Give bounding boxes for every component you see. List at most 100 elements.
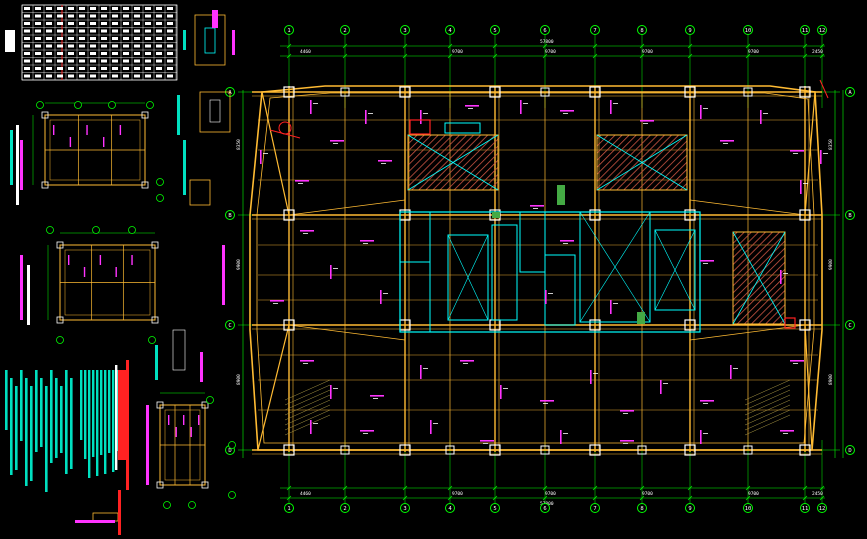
grid-bubble-top-9[interactable]: 9: [685, 25, 695, 35]
grid-bubble-right-A[interactable]: A: [845, 87, 855, 97]
rebar-callout: [310, 420, 312, 434]
red-markers: [269, 79, 829, 329]
grid-bubble-bottom-2[interactable]: 2: [340, 503, 350, 513]
dim-tick: [745, 485, 751, 491]
detail-grid-bubble-circle: [56, 336, 64, 344]
table-cell-mark: [68, 14, 74, 18]
rebar-leader: [703, 108, 708, 109]
note-line: [45, 386, 48, 492]
rebar-leader: [703, 403, 708, 404]
detail-grid-bubble: [128, 226, 136, 234]
grid-bubble-top-11[interactable]: 11: [800, 25, 810, 35]
grid-bubble-bottom-8[interactable]: 8: [637, 503, 647, 513]
section-core: [204, 27, 216, 54]
left-dimension-value: 9900: [236, 259, 242, 270]
diagonal-beam: [288, 199, 406, 216]
grid-bubble-bottom-1[interactable]: 1: [284, 503, 294, 513]
grid-bubble-bottom-9[interactable]: 9: [685, 503, 695, 513]
elevator-cross: [579, 211, 651, 323]
grid-bubble-right-B[interactable]: B: [845, 210, 855, 220]
rebar-callout: [380, 290, 382, 304]
grid-bubble-right-D-label: D: [848, 448, 851, 454]
table-cell-mark: [134, 7, 140, 10]
dim-tick: [819, 43, 825, 49]
rebar-callout: [360, 430, 374, 432]
detail-grid-bubble: [36, 101, 44, 109]
note-line: [25, 378, 28, 486]
grid-bubble-bottom-7[interactable]: 7: [590, 503, 600, 513]
section-outline: [194, 14, 226, 66]
grid-bubble-bottom-6[interactable]: 6: [540, 503, 550, 513]
grid-bubble-bottom-10[interactable]: 10: [743, 503, 753, 513]
grid-bubble-top-1[interactable]: 1: [284, 25, 294, 35]
stair-step: [284, 399, 331, 421]
bottom-dimension-value: 9700: [545, 491, 556, 497]
grid-bubble-top-10-circle: [743, 25, 753, 35]
grid-bubble-top-12[interactable]: 12: [817, 25, 827, 35]
rebar-callout: [115, 267, 117, 277]
grid-bubble-bottom-11[interactable]: 11: [800, 503, 810, 513]
rebar-leader: [463, 363, 468, 364]
grid-bubble-bottom-5-label: 5: [493, 506, 496, 512]
table-cell-mark: [145, 59, 151, 63]
rebar-leader: [793, 363, 798, 364]
grid-bubble-right-C[interactable]: C: [845, 320, 855, 330]
grid-bubble-bottom-12[interactable]: 12: [817, 503, 827, 513]
column: [201, 401, 209, 409]
rebar-leader: [548, 293, 553, 294]
rebar-leader: [563, 433, 568, 434]
grid-bubble-top-6[interactable]: 6: [540, 25, 550, 35]
grid-bubble-top-3[interactable]: 3: [400, 25, 410, 35]
note-line: [20, 370, 23, 441]
note-line: [112, 370, 115, 472]
table-cell-mark: [134, 29, 140, 33]
table-cell-mark: [123, 59, 129, 63]
rebar-callout: [500, 385, 502, 399]
table-cell-mark: [112, 7, 118, 10]
grid-bubble-bottom-5[interactable]: 5: [490, 503, 500, 513]
grid-bubble-top-1-label: 1: [287, 28, 290, 34]
core-opening: [444, 122, 481, 134]
table-cell-mark: [57, 74, 63, 78]
grid-bubble-top-10[interactable]: 10: [743, 25, 753, 35]
section-rebar: [212, 10, 218, 28]
rebar-callout: [378, 160, 392, 162]
grid-bubble-top-2[interactable]: 2: [340, 25, 350, 35]
rebar-callout: [540, 400, 554, 402]
grid-bubble-left-C[interactable]: C: [225, 320, 235, 330]
grid-bubble-bottom-4[interactable]: 4: [445, 503, 455, 513]
grid-bubble-bottom-3[interactable]: 3: [400, 503, 410, 513]
note-line: [200, 352, 203, 382]
table-cell-mark: [156, 44, 162, 48]
table-cell-mark: [101, 74, 107, 78]
rebar-callout: [780, 270, 782, 284]
column: [141, 111, 149, 119]
grid-bubble-top-4[interactable]: 4: [445, 25, 455, 35]
note-block: [146, 405, 149, 485]
grid-bubble-top-5[interactable]: 5: [490, 25, 500, 35]
table-cell-mark: [123, 44, 129, 48]
note-block: [20, 255, 23, 320]
grid-bubble-right-D[interactable]: D: [845, 445, 855, 455]
rebar-callout: [190, 427, 192, 437]
grid-bubble-top-8[interactable]: 8: [637, 25, 647, 35]
column: [41, 181, 49, 189]
red-revision-cloud: [784, 317, 796, 329]
dim-tick: [492, 43, 498, 49]
stair-step: [744, 399, 791, 421]
table-cell-mark: [112, 74, 118, 78]
grid-bubble-top-7[interactable]: 7: [590, 25, 600, 35]
slab-outline: [249, 85, 823, 451]
dim-tick: [639, 53, 645, 59]
bottom-dimension-value: 2450: [812, 491, 823, 497]
table-cell-mark: [24, 22, 30, 25]
table-cell-mark: [35, 37, 41, 40]
note-white-line: [115, 365, 118, 470]
grid-bubble-left-B[interactable]: B: [225, 210, 235, 220]
detail-grid-bubble-circle: [188, 501, 196, 509]
detail-grid-bubble-circle: [146, 101, 154, 109]
shaft-marker: [492, 212, 500, 218]
grid-bubble-bottom-7-circle: [590, 503, 600, 513]
